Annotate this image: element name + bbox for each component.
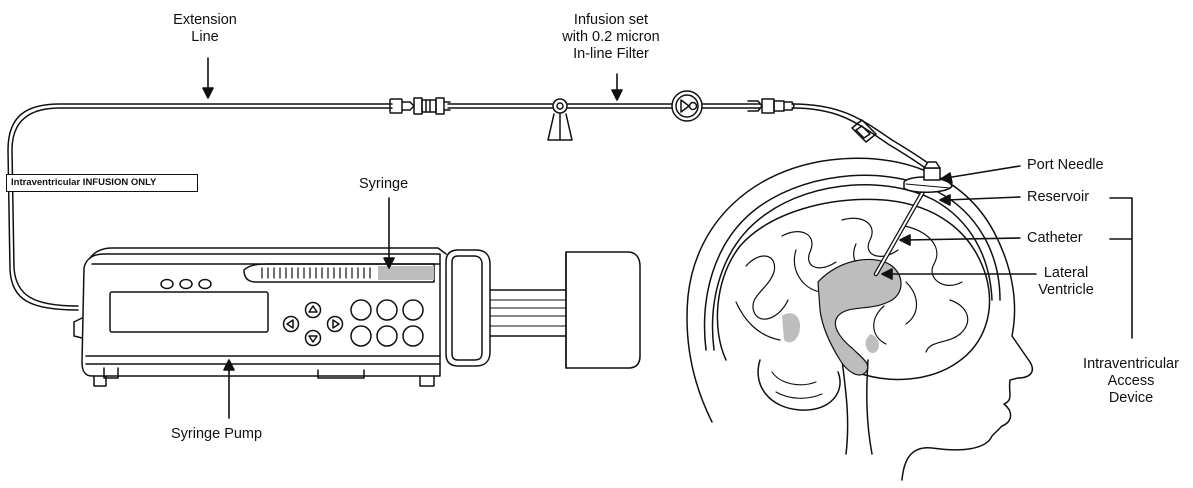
infusion-set-tubing	[447, 103, 933, 171]
luer-connector-2	[747, 98, 795, 114]
brain	[716, 198, 991, 455]
inline-filter	[671, 90, 703, 122]
label-syringe-pump: Syringe Pump	[171, 426, 263, 442]
pump-keypad	[282, 299, 424, 347]
label-extension-line-2: Line	[191, 29, 219, 45]
label-infusion-set-2: with 0.2 micron	[562, 29, 660, 45]
reservoir	[903, 176, 953, 193]
label-access-device: Intraventricular Access Device	[1083, 356, 1179, 407]
label-extension-line: Extension Line	[173, 12, 237, 46]
label-infusion-set: Infusion set with 0.2 micron In-line Fil…	[562, 12, 660, 63]
label-lateral-ventricle-2: Ventricle	[1038, 282, 1094, 298]
luer-connector-1	[389, 97, 451, 115]
label-lateral-ventricle-1: Lateral	[1043, 265, 1089, 281]
label-reservoir: Reservoir	[1027, 189, 1090, 205]
lateral-ventricle	[782, 258, 902, 376]
label-syringe: Syringe	[359, 176, 409, 192]
leader-arrows	[202, 57, 1133, 419]
extension-line-tubing	[7, 103, 393, 311]
label-catheter: Catheter	[1027, 230, 1083, 246]
syringe	[261, 266, 434, 280]
syringe-plunger-driver	[445, 249, 641, 369]
spike-clip	[547, 98, 573, 141]
label-access-device-1: Intraventricular	[1083, 356, 1179, 372]
intraventricular-line-tag: Intraventricular INFUSION ONLY	[6, 174, 198, 192]
label-infusion-set-1: Infusion set	[573, 12, 649, 28]
catheter	[873, 187, 927, 277]
label-infusion-set-3: In-line Filter	[573, 46, 649, 62]
tube-clamp	[851, 119, 877, 143]
skull-outline	[703, 174, 1001, 351]
label-access-device-3: Device	[1108, 390, 1154, 406]
port-needle	[923, 161, 941, 181]
label-lateral-ventricle: Lateral Ventricle	[1038, 265, 1094, 299]
label-access-device-2: Access	[1107, 373, 1155, 389]
label-port-needle: Port Needle	[1027, 157, 1104, 173]
head-outline	[686, 157, 1034, 481]
label-extension-line-1: Extension	[173, 12, 237, 28]
syringe-pump-body	[73, 247, 447, 387]
